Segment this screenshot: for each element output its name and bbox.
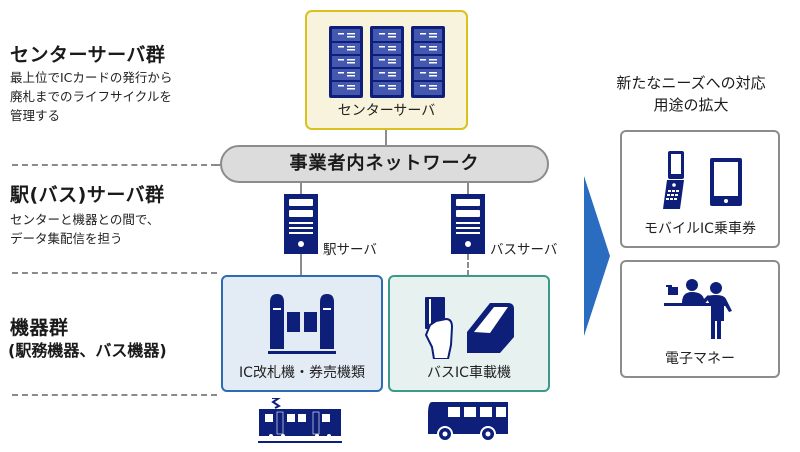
expansion-title-line: 新たなニーズへの対応 <box>616 74 766 92</box>
expansion-title-line: 用途の拡大 <box>653 96 729 114</box>
tier-desc-station: センターと機器との間で、 データ集配信を担う <box>10 210 159 248</box>
tier-title-station: 駅(バス)サーバ群 <box>10 184 165 206</box>
tier-subtitle-devices: (駅務機器、バス機器) <box>8 341 167 360</box>
server-tower-icon <box>451 194 485 254</box>
train-icon <box>258 398 342 443</box>
desc-line: 最上位でICカードの発行から <box>10 70 173 85</box>
network-label: 事業者内ネットワーク <box>289 153 480 174</box>
expansion-title: 新たなニーズへの対応 用途の拡大 <box>606 72 776 116</box>
tier-title-center: センターサーバ群 <box>10 44 166 66</box>
bus-server-label: バスサーバ <box>490 242 558 258</box>
desc-line: 廃札までのライフサイクルを <box>10 89 172 104</box>
gate-device-label: IC改札機・券売機類 <box>239 365 365 381</box>
tier-divider <box>12 164 217 166</box>
network-bus: 事業者内ネットワーク <box>220 145 549 183</box>
desc-line: 管理する <box>10 108 61 123</box>
tier-divider <box>12 272 217 274</box>
ticket-gate-icon <box>268 294 336 354</box>
station-server-label: 駅サーバ <box>323 242 377 258</box>
mobile-ic-label: モバイルIC乗車券 <box>644 221 756 237</box>
center-server-label: センターサーバ <box>337 103 436 119</box>
desc-line: センターと機器との間で、 <box>10 212 160 227</box>
expansion-arrow-icon <box>584 176 610 336</box>
use-case-card-mobile: モバイルIC乗車券 <box>620 130 780 248</box>
desc-line: データ集配信を担う <box>10 231 123 246</box>
flip-phone-icon <box>663 151 684 209</box>
emoney-label: 電子マネー <box>665 351 735 367</box>
connector-line <box>300 183 302 195</box>
bus-device-label: バスIC車載機 <box>427 365 511 381</box>
center-server-box: センターサーバ <box>305 10 468 130</box>
tier-desc-center: 最上位でICカードの発行から 廃札までのライフサイクルを 管理する <box>10 68 172 125</box>
shop-counter-icon <box>664 279 732 339</box>
wireless-connector <box>467 254 469 276</box>
tier-divider <box>217 164 221 166</box>
tier-divider <box>12 394 217 396</box>
connector-line <box>467 183 469 195</box>
card-reader-icon <box>424 297 514 359</box>
tier-title-devices: 機器群 <box>10 317 69 339</box>
bus-icon <box>428 402 508 442</box>
connector-line <box>385 130 387 146</box>
gate-device-box: IC改札機・券売機類 <box>221 275 383 392</box>
bus-device-box: バスIC車載機 <box>388 275 550 392</box>
use-case-card-emoney: 電子マネー <box>620 260 780 378</box>
server-tower-icon <box>284 194 318 254</box>
connector-line <box>300 254 302 276</box>
server-rack-icon <box>329 26 445 98</box>
smartphone-icon <box>710 158 742 206</box>
